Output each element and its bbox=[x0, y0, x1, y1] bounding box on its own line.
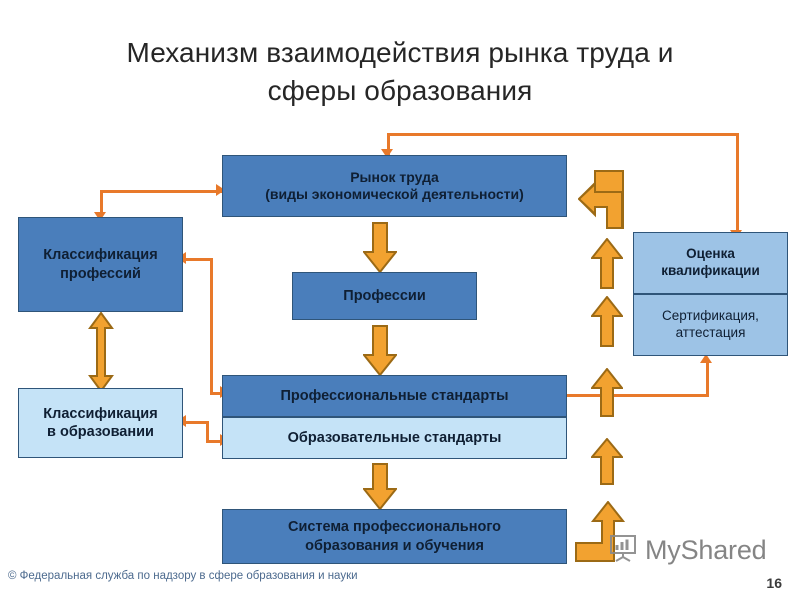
node-qualification-assessment-line-1: Оценка bbox=[686, 246, 735, 262]
connector-top-left-vertical bbox=[387, 133, 390, 155]
node-classification-professions-line-1: Классификация bbox=[43, 247, 158, 264]
title-line-1: Механизм взаимодействия рынка труда и bbox=[126, 37, 674, 68]
block-arrow-labor-market-to-professions bbox=[363, 222, 397, 274]
node-certification-attestation[interactable]: Сертификация, аттестация bbox=[633, 294, 788, 356]
block-arrow-standards-feedback-up bbox=[591, 368, 623, 418]
block-arrow-feedback-up-2 bbox=[591, 296, 623, 348]
connector-education-class-horizontal bbox=[183, 421, 209, 424]
block-arrow-feedback-up-1 bbox=[591, 238, 623, 290]
node-vocational-education-system-line-1: Система профессионального bbox=[287, 519, 502, 536]
node-qualification-assessment-line-2: квалификации bbox=[661, 263, 760, 278]
connector-standards-up-vertical bbox=[706, 362, 709, 396]
node-professions-label: Профессии bbox=[343, 287, 426, 304]
connector-education-class-vertical bbox=[206, 421, 209, 443]
arrowhead-into-labor-market-left bbox=[216, 184, 225, 196]
node-labor-market[interactable]: Рынок труда (виды экономической деятельн… bbox=[222, 155, 567, 217]
watermark-label: MyShared bbox=[645, 535, 767, 565]
connector-top-horizontal bbox=[387, 133, 739, 136]
node-vocational-education-system-line-2: образования и обучения bbox=[305, 537, 484, 554]
node-certification-attestation-line-1: Сертификация, bbox=[662, 308, 759, 324]
page-number: 16 bbox=[766, 575, 782, 591]
page-title: Механизм взаимодействия рынка труда и сф… bbox=[60, 34, 740, 110]
watermark: MyShared bbox=[608, 533, 767, 568]
block-arrow-education-feedback-up bbox=[591, 438, 623, 486]
footer-text: © Федеральная служба по надзору в сфере … bbox=[8, 570, 358, 582]
node-classification-education-line-1: Классификация bbox=[43, 405, 158, 422]
connector-into-professional-standards-horizontal bbox=[210, 392, 226, 395]
connector-prof-class-right-horizontal bbox=[183, 258, 213, 261]
node-classification-education[interactable]: Классификация в образовании bbox=[18, 388, 183, 458]
node-professions[interactable]: Профессии bbox=[292, 272, 477, 320]
node-educational-standards-label: Образовательные стандарты bbox=[287, 429, 502, 446]
connector-classification-to-market-horizontal bbox=[100, 190, 224, 193]
arrowhead-into-labor-market-top bbox=[381, 149, 393, 158]
node-labor-market-line-1: Рынок труда bbox=[350, 168, 439, 185]
title-line-2: сферы образования bbox=[267, 75, 533, 106]
connector-prof-class-right-vertical bbox=[210, 258, 213, 395]
node-classification-professions[interactable]: Классификация профессий bbox=[18, 217, 183, 312]
arrowhead-into-classification-professions bbox=[94, 212, 106, 221]
node-certification-attestation-line-2: аттестация bbox=[675, 325, 746, 340]
node-labor-market-line-2: (виды экономической деятельности) bbox=[265, 186, 524, 202]
connector-standards-to-right-horizontal bbox=[567, 394, 709, 397]
node-vocational-education-system[interactable]: Система профессионального образования и … bbox=[222, 509, 567, 564]
node-classification-professions-line-2: профессий bbox=[60, 265, 141, 282]
node-professional-standards-label: Профессиональные стандарты bbox=[280, 387, 509, 404]
node-professional-standards[interactable]: Профессиональные стандарты bbox=[222, 375, 567, 417]
block-arrow-professions-to-standards bbox=[363, 325, 397, 377]
block-arrow-standards-to-education-system bbox=[363, 463, 397, 511]
connector-classification-down-vertical bbox=[100, 190, 103, 216]
connector-top-right-vertical bbox=[736, 133, 739, 233]
node-educational-standards[interactable]: Образовательные стандарты bbox=[222, 417, 567, 459]
arrowhead-into-certification-bottom bbox=[700, 354, 712, 363]
presentation-chart-icon bbox=[608, 533, 638, 568]
block-arrow-bent-up-left-to-labor-market bbox=[578, 168, 626, 230]
connector-education-class-to-standards-horizontal bbox=[206, 440, 226, 443]
node-classification-education-line-2: в образовании bbox=[47, 424, 154, 440]
node-qualification-assessment[interactable]: Оценка квалификации bbox=[633, 232, 788, 294]
block-arrow-classification-link bbox=[88, 312, 114, 392]
